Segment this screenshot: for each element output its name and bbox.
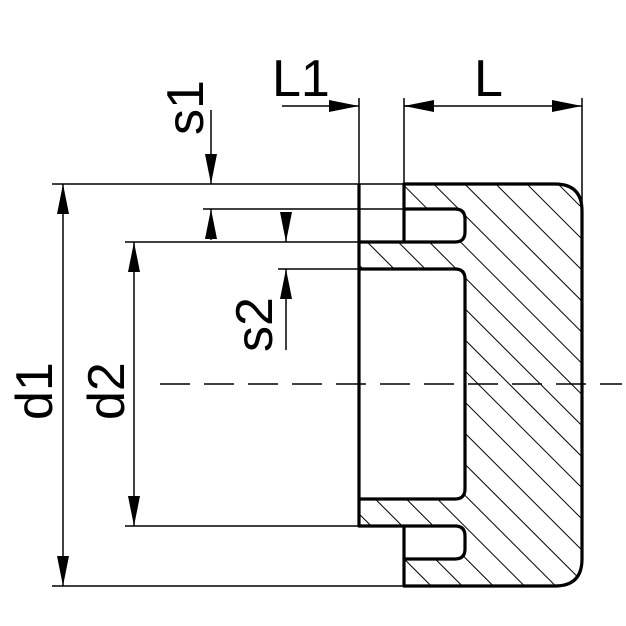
- label-s2: s2: [226, 297, 284, 352]
- s1-dimension: [205, 110, 217, 240]
- s2-dimension: [280, 212, 292, 350]
- cap-section-body: [357, 182, 584, 588]
- label-d1: d1: [6, 362, 64, 420]
- label-L1: L1: [272, 50, 330, 108]
- d2-dimension: [128, 242, 140, 526]
- label-L: L: [474, 50, 503, 108]
- L-dimension: [404, 100, 582, 112]
- label-d2: d2: [78, 362, 136, 420]
- label-s1: s1: [157, 80, 215, 135]
- d1-dimension: [57, 184, 69, 586]
- extension-lines: [52, 98, 583, 587]
